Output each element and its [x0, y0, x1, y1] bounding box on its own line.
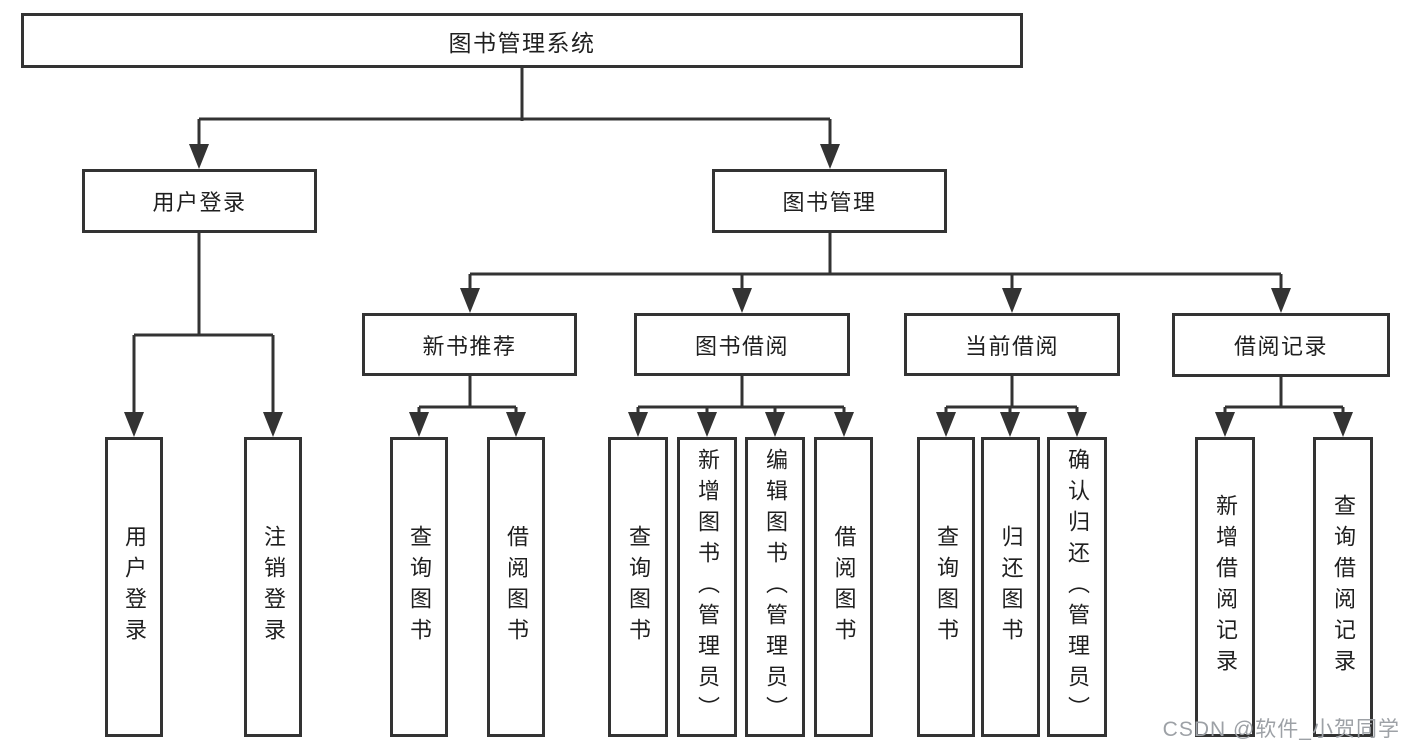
node-label: 查询图书	[626, 525, 651, 649]
leaf-confirm-return-admin: 确认归还（管理员）	[1047, 437, 1107, 737]
node-current-borrowing: 当前借阅	[904, 313, 1120, 376]
leaf-logout: 注销登录	[244, 437, 302, 737]
arrowhead-down-icon	[834, 412, 854, 437]
arrowhead-down-icon	[189, 144, 209, 169]
node-label: 当前借阅	[964, 333, 1059, 359]
arrowhead-down-icon	[628, 412, 648, 437]
leaf-edit-books-admin: 编辑图书（管理员）	[745, 437, 805, 737]
arrowhead-down-icon	[1000, 412, 1020, 437]
leaf-borrow-books-1: 借阅图书	[487, 437, 545, 737]
arrowhead-down-icon	[1215, 412, 1235, 437]
leaf-user-login: 用户登录	[105, 437, 163, 737]
node-label: 编辑图书（管理员）	[763, 447, 788, 727]
arrowhead-down-icon	[1271, 288, 1291, 313]
leaf-borrow-books-2: 借阅图书	[814, 437, 873, 737]
arrowhead-down-icon	[765, 412, 785, 437]
node-new-book-recommendation: 新书推荐	[362, 313, 577, 376]
node-label: 归还图书	[998, 525, 1024, 649]
leaf-query-borrow-record: 查询借阅记录	[1313, 437, 1373, 737]
arrowhead-down-icon	[1067, 412, 1087, 437]
arrowhead-down-icon	[506, 412, 526, 437]
leaf-return-books: 归还图书	[981, 437, 1040, 737]
node-label: 新增图书（管理员）	[695, 447, 720, 727]
node-label: 借阅记录	[1233, 334, 1328, 359]
arrowhead-down-icon	[732, 288, 752, 313]
arrowhead-down-icon	[697, 412, 717, 437]
node-borrowing-records: 借阅记录	[1172, 313, 1390, 377]
arrowhead-down-icon	[820, 144, 840, 169]
node-label: 图书管理	[782, 190, 877, 215]
node-book-borrowing: 图书借阅	[634, 313, 850, 376]
node-label: 图书管理系统	[448, 29, 596, 56]
arrowhead-down-icon	[263, 412, 283, 437]
leaf-add-books-admin: 新增图书（管理员）	[677, 437, 737, 737]
node-label: 图书借阅	[694, 333, 789, 359]
node-label: 借阅图书	[831, 525, 857, 649]
node-label: 用户登录	[122, 525, 147, 649]
arrowhead-down-icon	[1333, 412, 1353, 437]
arrowhead-down-icon	[409, 412, 429, 437]
arrowhead-down-icon	[936, 412, 956, 437]
leaf-add-borrow-record: 新增借阅记录	[1195, 437, 1255, 737]
node-label: 新书推荐	[422, 333, 517, 359]
arrowhead-down-icon	[1002, 288, 1022, 313]
node-book-management: 图书管理	[712, 169, 947, 233]
node-label: 借阅图书	[504, 525, 529, 649]
node-label: 新增借阅记录	[1213, 494, 1238, 680]
leaf-query-books-2: 查询图书	[608, 437, 668, 737]
leaf-query-books-3: 查询图书	[917, 437, 975, 737]
arrowhead-down-icon	[460, 288, 480, 313]
arrowhead-down-icon	[124, 412, 144, 437]
node-library-management-system: 图书管理系统	[21, 13, 1023, 68]
node-user-login: 用户登录	[82, 169, 317, 233]
leaf-query-books-1: 查询图书	[390, 437, 448, 737]
node-label: 确认归还（管理员）	[1065, 447, 1090, 727]
node-label: 用户登录	[152, 190, 247, 215]
csdn-watermark: CSDN @软件_小贺同学	[1162, 718, 1400, 741]
node-label: 查询图书	[407, 525, 432, 649]
node-label: 查询图书	[934, 525, 959, 649]
node-label: 查询借阅记录	[1331, 494, 1356, 680]
node-label: 注销登录	[261, 525, 286, 649]
